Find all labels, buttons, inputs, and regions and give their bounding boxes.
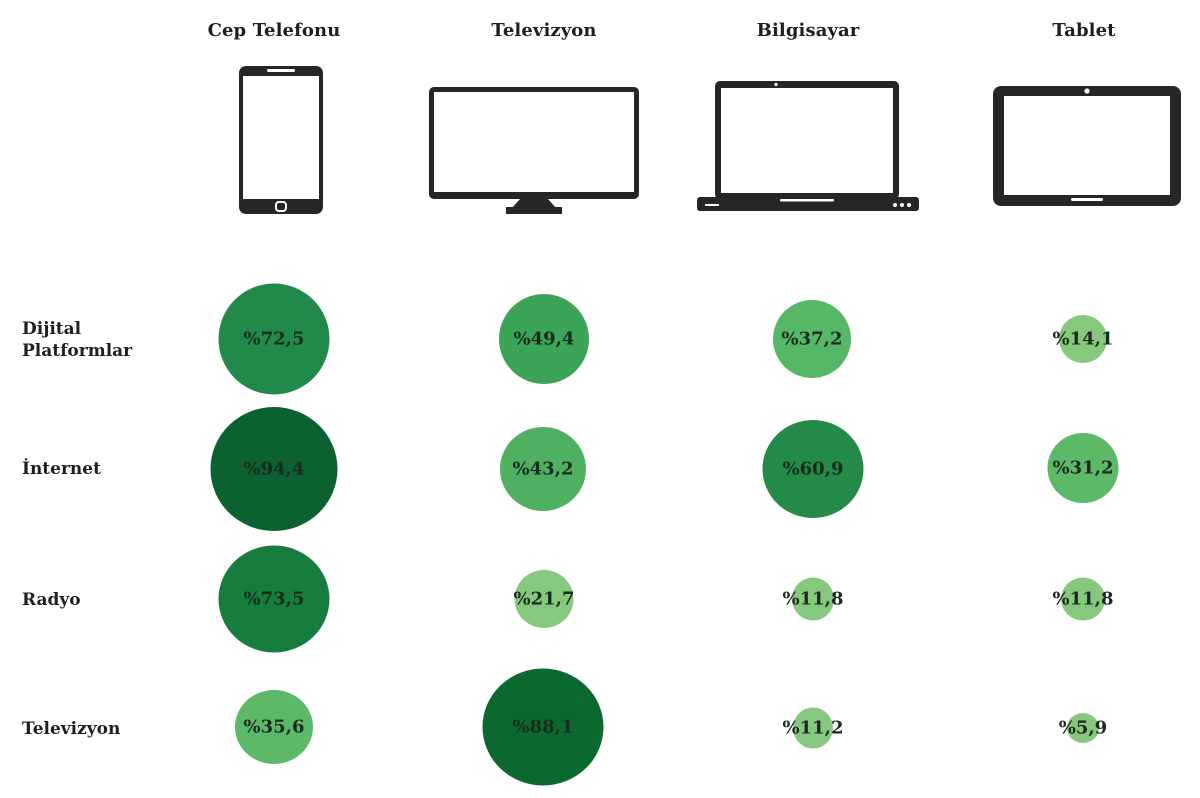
bubble-value: %73,5 xyxy=(243,588,305,610)
bubble xyxy=(762,420,864,518)
bubble xyxy=(1047,433,1119,503)
bubble xyxy=(210,407,338,531)
bubble-value: %11,2 xyxy=(782,717,844,739)
bubble-value: %94,4 xyxy=(243,458,305,480)
bubble-value: %88,1 xyxy=(512,716,574,738)
bubble xyxy=(500,427,586,511)
bubble xyxy=(218,545,330,653)
bubble-value: %5,9 xyxy=(1058,717,1108,739)
column-header-cep-telefonu: Cep Telefonu xyxy=(207,20,341,41)
bubble-value: %11,8 xyxy=(1052,588,1114,610)
bubble xyxy=(235,690,313,764)
row-label-televizyon: Televizyon xyxy=(22,719,121,739)
row-label-line: Dijital xyxy=(22,319,82,339)
bubble-value: %43,2 xyxy=(512,458,574,480)
row-label-line: Platformlar xyxy=(22,341,133,361)
row-label-radyo: Radyo xyxy=(22,590,81,610)
bubble xyxy=(482,668,604,786)
bubble-value: %37,2 xyxy=(781,328,843,350)
tablet-icon xyxy=(993,86,1181,206)
bubble xyxy=(514,570,574,628)
bubble xyxy=(1067,713,1099,743)
bubble-value: %31,2 xyxy=(1052,457,1114,479)
column-header-bilgisayar: Bilgisayar xyxy=(756,20,860,41)
bubble xyxy=(792,577,834,621)
bubble-value: %35,6 xyxy=(243,716,305,738)
bubble xyxy=(793,707,833,749)
bubble-value: %11,8 xyxy=(782,588,844,610)
column-header-tablet: Tablet xyxy=(1052,20,1116,41)
bubble-value: %14,1 xyxy=(1052,328,1114,350)
bubble xyxy=(499,294,589,384)
tv-icon xyxy=(429,87,639,214)
bubble xyxy=(773,300,851,378)
laptop-icon xyxy=(697,81,919,211)
bubble-value: %21,7 xyxy=(513,588,575,610)
column-header-televizyon: Televizyon xyxy=(491,20,597,41)
bubble xyxy=(218,283,330,395)
row-label-internet: İnternet xyxy=(22,459,101,479)
bubble-value: %60,9 xyxy=(782,458,844,480)
bubble-value: %72,5 xyxy=(243,328,305,350)
bubble xyxy=(1061,577,1105,621)
bubble xyxy=(1059,315,1107,363)
smartphone-icon xyxy=(239,66,323,214)
row-label-dijital-platformlar: Dijital Platformlar xyxy=(22,318,132,362)
bubble-value: %49,4 xyxy=(513,328,575,350)
